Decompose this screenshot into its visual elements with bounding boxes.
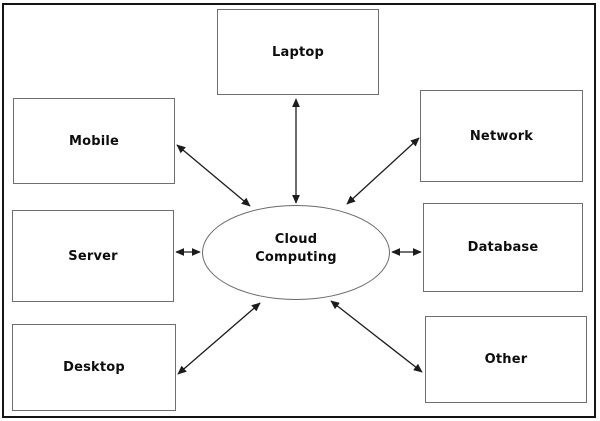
node-desktop-label: Desktop bbox=[63, 360, 125, 375]
node-cloud-computing: Cloud Computing bbox=[202, 205, 390, 300]
node-mobile: Mobile bbox=[13, 98, 175, 184]
node-laptop-label: Laptop bbox=[271, 44, 324, 60]
node-network: Network bbox=[420, 90, 583, 182]
node-network-label: Network bbox=[469, 128, 534, 144]
node-cloud-computing-label: Cloud Computing bbox=[255, 231, 337, 265]
node-database-label: Database bbox=[467, 240, 539, 255]
node-mobile-label: Mobile bbox=[68, 133, 120, 149]
node-desktop: Desktop bbox=[12, 324, 176, 411]
node-database: Database bbox=[423, 203, 583, 292]
diagram-frame bbox=[2, 3, 596, 418]
node-laptop: Laptop bbox=[217, 9, 379, 95]
node-other-label: Other bbox=[484, 352, 528, 367]
node-server-label: Server bbox=[68, 248, 118, 264]
node-server: Server bbox=[12, 210, 174, 302]
node-other: Other bbox=[425, 316, 587, 403]
